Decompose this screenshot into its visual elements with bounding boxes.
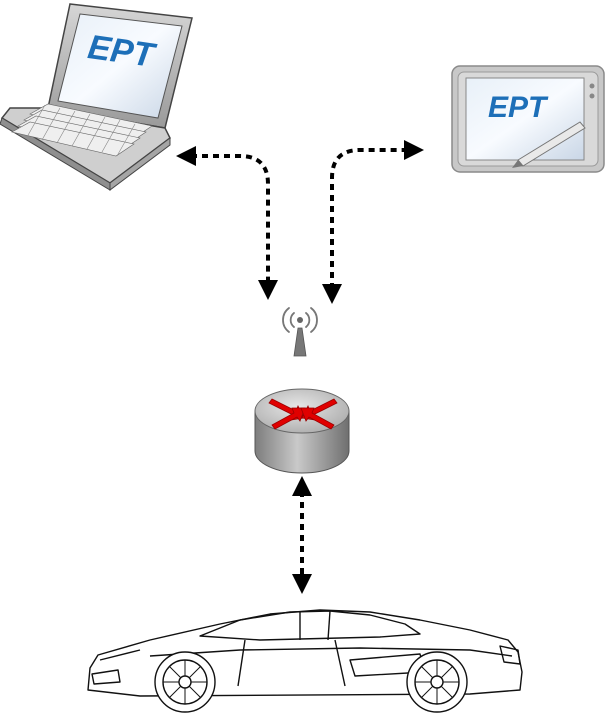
antenna-icon	[282, 307, 318, 357]
tablet-screen-logo: EPT	[488, 91, 549, 124]
router-arrows	[268, 398, 338, 430]
connector-laptop	[176, 146, 278, 300]
connector-tablet	[322, 140, 424, 304]
tablet-icon: EPT	[451, 65, 605, 173]
router-icon	[254, 388, 350, 474]
laptop-icon: EPT	[0, 3, 193, 191]
stylus-icon	[512, 121, 586, 168]
car-icon	[87, 609, 523, 713]
